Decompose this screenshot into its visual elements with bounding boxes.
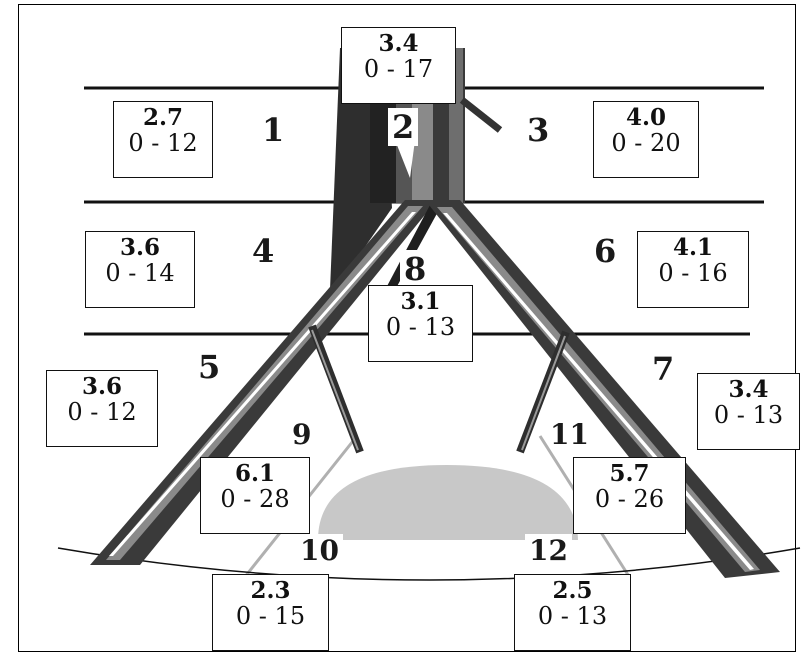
segment-label-11: 11: [550, 418, 589, 451]
value-box-12: 2.5 0 - 13: [514, 574, 631, 651]
segment-label-7: 7: [652, 350, 675, 388]
value-box-9: 6.1 0 - 28: [200, 457, 310, 534]
value-box-3: 4.0 0 - 20: [593, 101, 699, 178]
value-box-10: 2.3 0 - 15: [212, 574, 329, 651]
mean-value-3: 4.0: [625, 104, 666, 131]
value-box-11: 5.7 0 - 26: [573, 457, 686, 534]
range-value-10: 0 - 15: [235, 601, 306, 630]
mean-value-10: 2.3: [250, 577, 291, 604]
range-value-11: 0 - 26: [594, 484, 665, 513]
segment-label-2: 2: [388, 108, 419, 146]
segment-label-8: 8: [400, 250, 431, 288]
side-branch-hook: [459, 97, 503, 133]
range-value-8: 0 - 13: [385, 312, 456, 341]
value-box-7: 3.4 0 - 13: [697, 373, 800, 450]
range-value-6: 0 - 16: [658, 258, 728, 287]
mean-value-11: 5.7: [609, 460, 650, 487]
mean-value-4: 3.6: [119, 234, 160, 261]
mean-value-8: 3.1: [400, 288, 441, 315]
segment-label-1: 1: [262, 111, 285, 149]
value-box-6: 4.1 0 - 16: [637, 231, 749, 308]
inner-branch-left-highlight: [311, 329, 359, 451]
mean-value-7: 3.4: [728, 376, 769, 403]
value-box-2: 3.4 0 - 17: [341, 27, 456, 104]
range-value-4: 0 - 14: [105, 258, 175, 287]
mean-value-1: 2.7: [142, 104, 183, 131]
mean-value-2: 3.4: [378, 30, 419, 57]
left-branch-vessel: [90, 200, 440, 565]
range-value-2: 0 - 17: [363, 54, 434, 83]
value-box-8: 3.1 0 - 13: [368, 285, 473, 362]
segment-label-4: 4: [252, 232, 275, 270]
mean-value-12: 2.5: [552, 577, 593, 604]
segment-label-9: 9: [292, 418, 312, 451]
inner-branch-left: [308, 324, 364, 454]
segment-label-5: 5: [198, 348, 221, 386]
inner-branch-right-highlight: [521, 335, 566, 451]
value-box-4: 3.6 0 - 14: [85, 231, 195, 308]
range-value-9: 0 - 28: [220, 484, 290, 513]
segment-label-3: 3: [527, 111, 550, 149]
mean-value-9: 6.1: [234, 460, 275, 487]
segment-label-12: 12: [525, 534, 572, 567]
range-value-1: 0 - 12: [128, 128, 198, 157]
dome-shape: [318, 465, 578, 540]
range-value-5: 0 - 12: [67, 397, 137, 426]
range-value-12: 0 - 13: [537, 601, 608, 630]
base-curve: [57, 547, 801, 581]
mean-value-5: 3.6: [81, 373, 122, 400]
value-box-5: 3.6 0 - 12: [46, 370, 158, 447]
segment-label-6: 6: [594, 232, 617, 270]
value-box-1: 2.7 0 - 12: [113, 101, 213, 178]
segment-label-10: 10: [296, 534, 343, 567]
range-value-7: 0 - 13: [713, 400, 784, 429]
mean-value-6: 4.1: [672, 234, 713, 261]
label-2-pointer: [395, 140, 415, 178]
range-value-3: 0 - 20: [611, 128, 681, 157]
